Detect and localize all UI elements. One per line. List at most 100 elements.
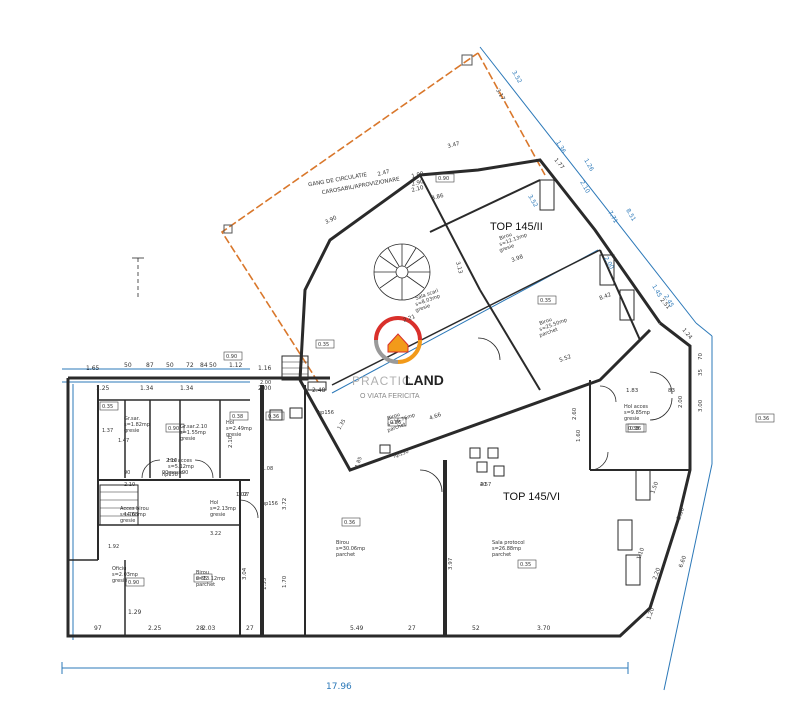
brand-logo: PRACTIC LAND O VIATA FERICITA [352,316,444,400]
dimension-label: hp158 [162,472,178,478]
room-floor: parchet [336,552,355,558]
dimension-label: hp150 [393,449,410,460]
dimension-label: 3.72 [282,498,288,510]
overall-dimension-line [61,46,713,691]
dimension-label: 5.49 [350,625,364,632]
room-floor: gresie [112,578,127,584]
tag-box [537,295,557,305]
dimension-label: 1.16 [258,365,272,372]
tag-label: 0.36 [758,416,769,422]
walls [66,158,692,638]
tag-box [755,413,775,423]
tag-label: 0.36 [630,426,641,432]
room-name: Gr.sar. [180,424,196,430]
tag-label: 0.90 [226,354,237,360]
dimension-label: 2.48 [312,387,326,394]
dimension-label: 2.10 [578,180,591,195]
dimension-label: 1.00 [411,171,425,180]
room-labels: Birous=12.13mpgresieBirous=25.50mpparche… [112,232,650,588]
dimension-label: 2.60 [572,407,578,420]
dimension-label: 97 [94,625,102,632]
dimension-label: 3.98 [511,254,525,264]
dimension-label: 2.30 [676,507,686,521]
tag-label: 0.35 [520,562,531,568]
room-area: s=5.12mp [168,464,194,470]
dimension-label: 2.10 [228,435,234,448]
dimension-label: 1.83 [626,388,639,394]
dimension-label: 6.60 [678,555,688,569]
dimension-label: 3.13 [454,261,463,275]
tag-box [125,577,145,587]
room-area: s=26.88mp [492,546,521,552]
dimension-label: 1.50 [650,481,660,495]
room-name: Gr.sar. [124,416,140,422]
room-area: s=4.08mp [120,512,146,518]
room-name: Birou [499,232,513,242]
dimension-label: 2.90 [411,179,425,188]
tag-label: 0.38 [628,426,639,432]
dimension-label: 1.12 [229,362,243,369]
dimension-label: 1.45 [650,284,663,299]
dimension-label: 1.08 [262,466,273,472]
room-name: Acces birou [120,506,149,512]
tag-box [387,417,407,427]
tag-box [517,559,537,569]
tag-label: 0.36 [344,520,355,526]
dimension-label: 1.29 [128,609,142,616]
room-name: Oficiu [112,566,126,572]
dimension-label: 1.20 [646,607,656,621]
dimension-label: 2.10 [196,424,207,430]
dimension-label: 27 [246,625,254,632]
tag-box [165,423,185,433]
room-floor: gresie [624,416,639,422]
room-floor: gresie [180,436,195,442]
room-floor: gresie [226,432,241,438]
brand-prefix: PRACTIC [352,374,412,388]
room-area: s=9.85mp [624,410,650,416]
dimension-label: 3.17 [494,88,506,102]
dimension-label: 1.47 [118,438,129,444]
dimension-label: 1.26 [582,158,595,173]
dimension-label: 1.25 [96,385,110,392]
dimension-label: 52 [472,625,480,632]
room-floor: gresie [120,518,135,524]
dimension-label: 35 [698,369,704,376]
total-dimension: 17.96 [326,682,352,692]
dimension-label: 3.00 [698,399,704,412]
room-name: Birou [387,412,401,422]
tag-label: 0.36 [390,420,401,426]
dimension-label: 2.47 [377,169,391,178]
dimension-label: 84 [200,362,208,369]
dimension-label: 1.34 [140,385,154,392]
dimension-label: 2.00 [258,385,272,392]
tag-label: 0.90 [168,426,179,432]
dimension-label: 50 [209,362,217,369]
unit-label-top-vi: TOP 145/VI [503,491,560,503]
room-area: s=2.13mp [210,506,236,512]
dimension-label: 3.47 [447,141,461,150]
tag-box [341,517,361,527]
room-name: Birou [336,540,349,546]
dimension-label: 90 [182,470,188,476]
tag-label: 0.38 [232,414,243,420]
dimension-label: 83 [668,388,675,394]
dimension-label: 1.92 [108,544,119,550]
dimension-label: 2.57 [480,482,491,488]
tag-box [223,351,243,361]
dimension-label: 1.10 [636,547,646,561]
dimension-label: 1.85 [354,456,363,469]
dimension-label: 4.66 [429,412,443,422]
room-area: s=1.55mp [180,430,206,436]
tag-label: 0.36 [268,414,279,420]
tag-labels: 0.900.900.350.350.380.360.350.350.900.90… [99,173,775,587]
dimension-label: 3.90 [324,215,338,226]
tag-box [435,173,455,183]
tag-box [627,423,647,433]
dimension-label: 1.07 [238,492,249,498]
dimension-label: 90 [124,470,130,476]
dimension-label: 2.10 [124,482,135,488]
dimension-label: 1.55 [262,577,268,590]
dimension-label: 1.70 [282,575,288,588]
dimension-label: 50 [124,362,132,369]
